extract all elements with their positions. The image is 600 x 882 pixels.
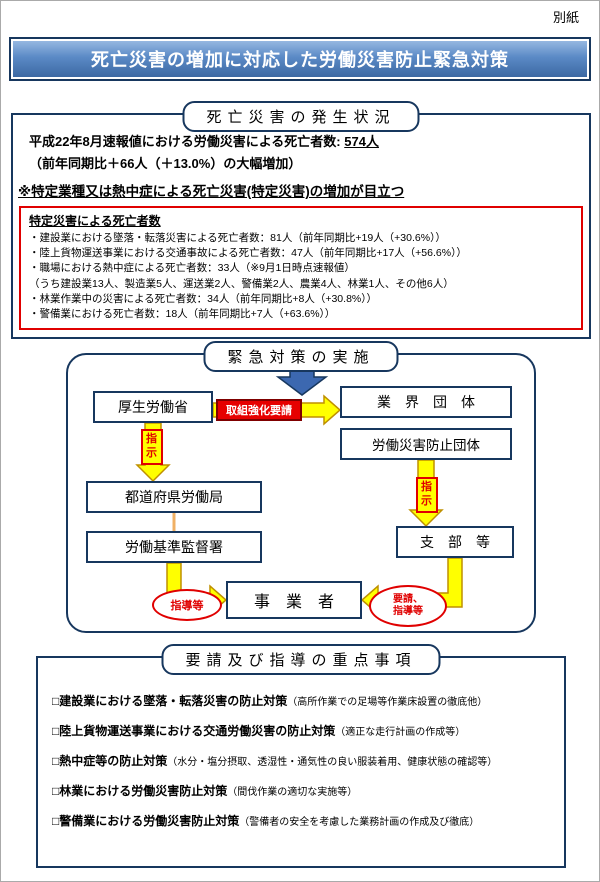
label-strengthen-request: 取組強化要請 [216,399,302,421]
key-point-main: □林業における労働災害防止対策 [52,784,228,798]
section1-title: 死亡災害の発生状況 [182,101,420,132]
list-item: （うち建設業13人、製造業5人、運送業2人、警備業2人、農業4人、林業1人、その… [29,277,454,290]
list-item: ・職場における熱中症による死亡者数：33人（※9月1日時点速報値） [29,262,355,275]
label-request-guidance: 要請、 指導等 [369,585,447,627]
box-branches: 支 部 等 [396,526,514,558]
list-item: ・林業作業中の災害による死亡者数：34人（前年同期比+8人（+30.8%）） [29,292,377,305]
corner-label: 別紙 [552,10,579,25]
connector-line [172,513,176,531]
key-point-note: （警備者の安全を考慮した業務計画の作成及び徹底） [239,817,480,828]
label-request-guidance-line1: 要請、 [393,594,423,605]
box-labor-standards-office: 労働基準監督署 [86,531,262,563]
title-banner: 死亡災害の増加に対応した労働災害防止緊急対策 [9,37,591,81]
banner-title: 死亡災害の増加に対応した労働災害防止緊急対策 [91,50,509,70]
key-point-note: （適正な走行計画の作成等） [335,727,466,738]
key-point-main: □熱中症等の防止対策 [52,754,168,768]
box-accident-prevention-org: 労働災害防止団体 [340,428,512,460]
box-business-operators: 事 業 者 [226,581,362,619]
key-point-note: （水分・塩分摂取、透湿性・通気性の良い服装着用、健康状態の確認等） [167,757,498,768]
section-fatal-accident-status: 死亡災害の発生状況 平成22年8月速報値における労働災害による死亡者数: 574… [11,101,591,339]
box-industry-bodies: 業 界 団 体 [340,386,512,418]
section3-title: 要請及び指導の重点事項 [161,644,441,675]
section-emergency-measures: 緊急対策の実施 厚生労働省 業 界 団 体 労働災害防止団体 都道府県労働局 労… [66,341,536,633]
key-point-main: □陸上貨物運送事業における交通労働災害の防止対策 [52,724,336,738]
list-item: □熱中症等の防止対策（水分・塩分摂取、透湿性・通気性の良い服装着用、健康状態の確… [52,752,550,770]
fatalities-increase-line: （前年同期比＋66人（＋13.0%）の大幅増加） [29,156,302,171]
list-item: ・建設業における墜落・転落災害による死亡者数：81人（前年同期比+19人（+30… [29,232,446,244]
box-mhlw: 厚生労働省 [93,391,213,423]
specified-disaster-box: 特定災害による死亡者数 ・建設業における墜落・転落災害による死亡者数：81人（前… [19,206,583,331]
key-point-note: （間伐作業の適切な実施等） [227,787,358,798]
label-guidance: 指導等 [152,589,222,621]
list-item: □林業における労働災害防止対策（間伐作業の適切な実施等） [52,782,550,800]
list-item: □陸上貨物運送事業における交通労働災害の防止対策（適正な走行計画の作成等） [52,722,550,740]
specified-disaster-heading: 特定災害による死亡者数 [29,214,161,228]
list-item: □警備業における労働災害防止対策（警備者の安全を考慮した業務計画の作成及び徹底） [52,812,550,830]
key-point-note: （高所作業での足場等作業床設置の徹底他） [287,697,488,708]
section-key-points: 要請及び指導の重点事項 □建設業における墜落・転落災害の防止対策（高所作業での足… [36,644,566,868]
list-item: □建設業における墜落・転落災害の防止対策（高所作業での足場等作業床設置の徹底他） [52,692,550,710]
list-item: ・陸上貨物運送事業における交通事故による死亡者数：47人（前年同期比+17人（+… [29,247,467,260]
specified-disaster-note: ※特定業種又は熱中症による死亡災害(特定災害)の増加が目立つ [18,184,405,199]
label-instruction-left: 指示 [141,429,163,465]
label-request-guidance-line2: 指導等 [393,606,423,617]
box-prefectural-labor-bureau: 都道府県労働局 [86,481,262,513]
key-point-main: □警備業における労働災害防止対策 [52,814,240,828]
list-item: ・警備業における死亡者数：18人（前年同期比+7人（+63.6%）） [29,308,336,321]
fatalities-summary-line: 平成22年8月速報値における労働災害による死亡者数: 574人 [29,131,589,150]
section2-title: 緊急対策の実施 [203,341,399,372]
label-instruction-right: 指示 [416,477,438,513]
fatalities-summary-prefix: 平成22年8月速報値における労働災害による死亡者数: [29,134,345,149]
key-point-main: □建設業における墜落・転落災害の防止対策 [52,694,288,708]
fatalities-count: 574人 [344,134,379,149]
